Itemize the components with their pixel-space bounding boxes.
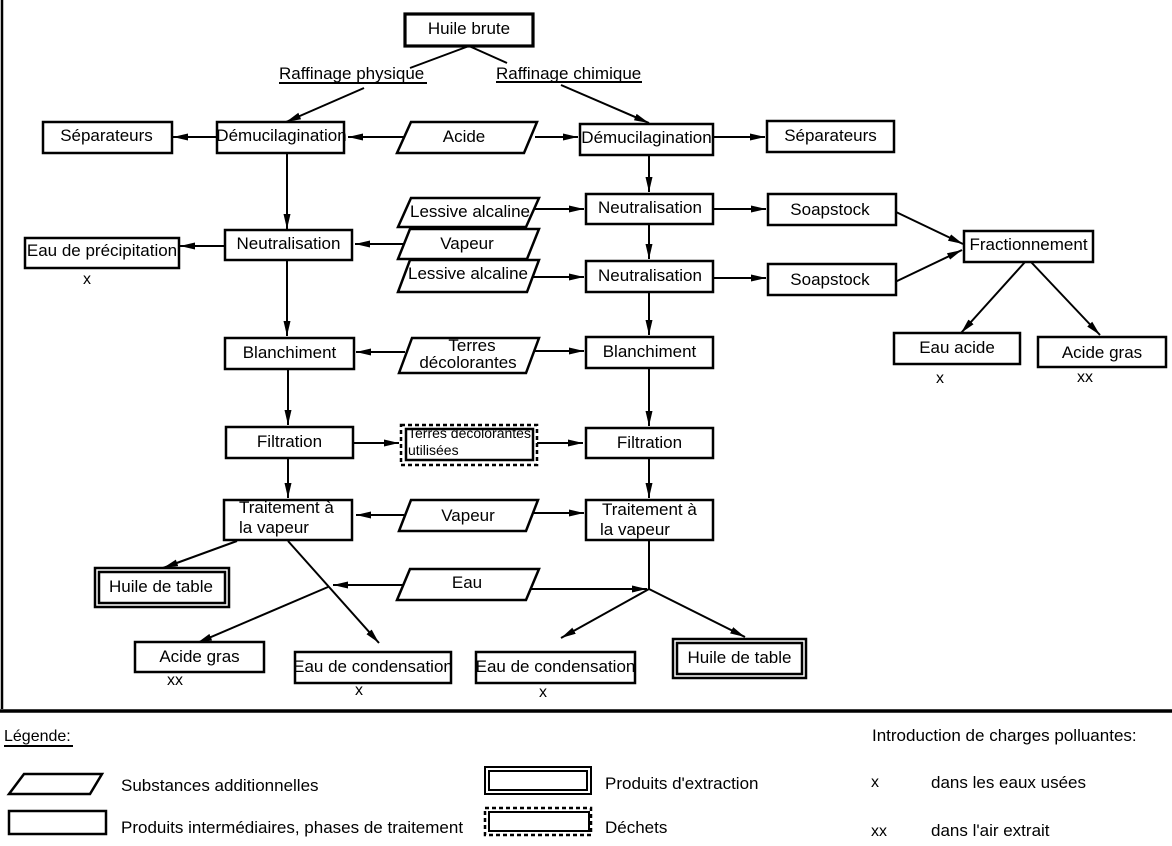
svg-text:Blanchiment: Blanchiment	[243, 343, 337, 362]
svg-text:Soapstock: Soapstock	[790, 200, 870, 219]
svg-text:Eau de condensation: Eau de condensation	[476, 657, 636, 676]
svg-text:Vapeur: Vapeur	[441, 506, 495, 525]
svg-text:décolorantes: décolorantes	[419, 353, 516, 372]
svg-text:xx: xx	[871, 823, 887, 840]
svg-text:Acide gras: Acide gras	[1062, 343, 1142, 362]
svg-text:Terres décolorantes: Terres décolorantes	[408, 425, 531, 441]
svg-text:Vapeur: Vapeur	[440, 234, 494, 253]
svg-text:x: x	[539, 684, 547, 701]
svg-text:Filtration: Filtration	[257, 432, 322, 451]
svg-text:Filtration: Filtration	[617, 433, 682, 452]
svg-text:Lessive alcaline: Lessive alcaline	[408, 264, 528, 283]
svg-text:Déchets: Déchets	[605, 818, 667, 837]
svg-text:Acide: Acide	[443, 127, 486, 146]
svg-text:Lessive alcaline: Lessive alcaline	[410, 202, 530, 221]
svg-text:Séparateurs: Séparateurs	[60, 126, 153, 145]
svg-text:Eau acide: Eau acide	[919, 338, 995, 357]
svg-text:Substances additionnelles: Substances additionnelles	[121, 776, 319, 795]
svg-text:xx: xx	[167, 672, 183, 689]
svg-text:Traitement à: Traitement à	[239, 498, 334, 517]
svg-text:Eau de précipitation: Eau de précipitation	[27, 241, 177, 260]
svg-text:Raffinage chimique: Raffinage chimique	[496, 64, 641, 83]
svg-text:la vapeur: la vapeur	[239, 518, 309, 537]
svg-text:Fractionnement: Fractionnement	[969, 235, 1087, 254]
svg-text:Produits d'extraction: Produits d'extraction	[605, 774, 759, 793]
svg-text:Eau de condensation: Eau de condensation	[293, 657, 453, 676]
svg-text:Produits intermédiaires, phase: Produits intermédiaires, phases de trait…	[121, 818, 463, 837]
svg-text:Démucilagination: Démucilagination	[216, 126, 346, 145]
svg-text:Eau: Eau	[452, 573, 482, 592]
svg-text:Traitement à: Traitement à	[602, 500, 697, 519]
svg-text:Huile brute: Huile brute	[428, 19, 510, 38]
svg-text:x: x	[871, 774, 879, 791]
svg-text:Introduction de charges pollua: Introduction de charges polluantes:	[872, 726, 1137, 745]
svg-text:x: x	[355, 682, 363, 699]
svg-text:Neutralisation: Neutralisation	[598, 198, 702, 217]
svg-text:Raffinage physique: Raffinage physique	[279, 64, 424, 83]
svg-text:Séparateurs: Séparateurs	[784, 126, 877, 145]
svg-text:Terres: Terres	[448, 336, 495, 355]
svg-text:Blanchiment: Blanchiment	[603, 342, 697, 361]
svg-text:utilisées: utilisées	[408, 442, 459, 458]
svg-text:Neutralisation: Neutralisation	[237, 234, 341, 253]
svg-text:Huile de table: Huile de table	[109, 577, 213, 596]
svg-text:Neutralisation: Neutralisation	[598, 266, 702, 285]
svg-text:Légende:: Légende:	[4, 728, 71, 745]
svg-text:Acide gras: Acide gras	[159, 647, 239, 666]
svg-text:la vapeur: la vapeur	[600, 520, 670, 539]
svg-text:dans l'air extrait: dans l'air extrait	[931, 821, 1050, 840]
svg-text:Soapstock: Soapstock	[790, 270, 870, 289]
svg-text:Démucilagination: Démucilagination	[581, 128, 711, 147]
svg-text:x: x	[83, 271, 91, 288]
svg-text:dans les eaux usées: dans les eaux usées	[931, 773, 1086, 792]
svg-text:Huile de table: Huile de table	[688, 648, 792, 667]
svg-text:xx: xx	[1077, 369, 1093, 386]
svg-text:x: x	[936, 370, 944, 387]
